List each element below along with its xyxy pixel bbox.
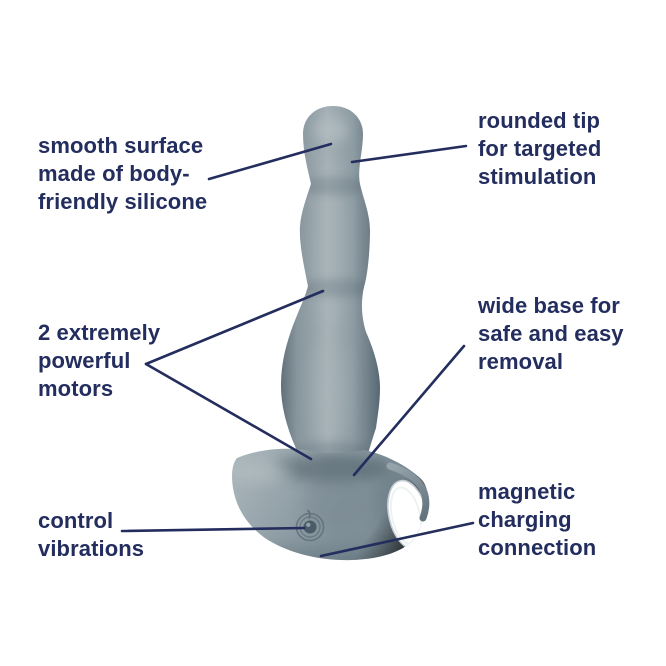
label-line: 2 extremely bbox=[38, 320, 161, 345]
label-line: connection bbox=[478, 535, 597, 560]
label-control: control vibrations bbox=[38, 507, 144, 563]
label-rounded-tip: rounded tip for targeted stimulation bbox=[478, 107, 601, 191]
button-wave-icon bbox=[307, 509, 311, 519]
label-line: powerful bbox=[38, 348, 131, 373]
label-line: magnetic bbox=[478, 479, 576, 504]
label-line: motors bbox=[38, 376, 114, 401]
label-smooth-surface: smooth surface made of body- friendly si… bbox=[38, 132, 207, 216]
label-line: charging bbox=[478, 507, 572, 532]
label-line: safe and easy bbox=[478, 321, 624, 346]
connector-motors-lower bbox=[144, 362, 313, 461]
label-line: control bbox=[38, 508, 114, 533]
label-line: removal bbox=[478, 349, 564, 374]
label-wide-base: wide base for safe and easy removal bbox=[478, 292, 624, 376]
label-line: wide base for bbox=[478, 293, 620, 318]
connector-rounded-tip bbox=[350, 144, 468, 164]
base-right-horn bbox=[386, 462, 430, 522]
control-button bbox=[295, 509, 325, 542]
label-line: made of body- bbox=[38, 161, 190, 186]
label-line: smooth surface bbox=[38, 133, 204, 158]
connector-smooth-surface bbox=[207, 142, 333, 181]
connector-wide-base bbox=[352, 344, 466, 477]
label-line: rounded tip bbox=[478, 108, 601, 133]
label-line: for targeted bbox=[478, 136, 602, 161]
label-motors: 2 extremely powerful motors bbox=[38, 319, 160, 403]
label-line: friendly silicone bbox=[38, 189, 208, 214]
connector-control bbox=[120, 526, 306, 533]
plug-base bbox=[232, 448, 430, 561]
label-line: stimulation bbox=[478, 164, 597, 189]
connector-motors-upper bbox=[144, 289, 325, 366]
label-magnetic: magnetic charging connection bbox=[478, 478, 596, 562]
label-line: vibrations bbox=[38, 536, 145, 561]
connector-magnetic bbox=[319, 521, 475, 558]
